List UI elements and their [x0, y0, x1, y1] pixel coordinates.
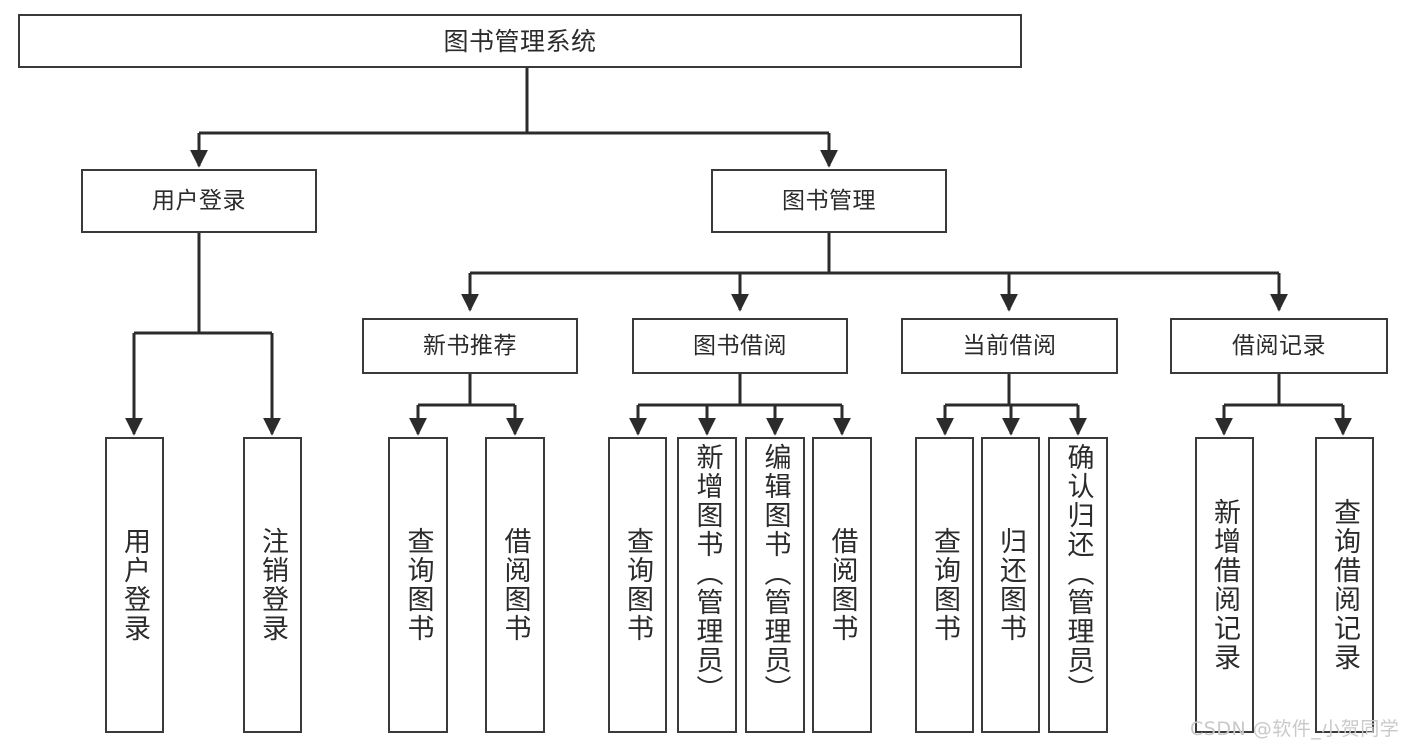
node-root-label: 图书管理系统 [443, 26, 597, 56]
leaf-borrow-record-add-label: 新增借阅记录 [1209, 498, 1240, 672]
leaf-borrow-record-query-label: 查询借阅记录 [1329, 498, 1360, 672]
node-new-book-recommend[interactable]: 新书推荐 [362, 318, 578, 374]
leaf-book-borrow-query-label: 查询图书 [622, 527, 653, 643]
leaf-borrow-record-query[interactable]: 查询借阅记录 [1315, 437, 1374, 733]
node-current-borrow[interactable]: 当前借阅 [901, 318, 1118, 374]
leaf-user-login-login-label: 用户登录 [119, 527, 150, 643]
node-root[interactable]: 图书管理系统 [18, 14, 1022, 68]
leaf-current-borrow-query-label: 查询图书 [929, 527, 960, 643]
node-book-management-label: 图书管理 [782, 187, 876, 214]
leaf-book-borrow-add[interactable]: 新增图书（管理员） [677, 437, 737, 733]
leaf-book-borrow-query[interactable]: 查询图书 [608, 437, 667, 733]
leaf-book-borrow-add-label: 新增图书（管理员） [691, 443, 723, 704]
leaf-new-book-query-label: 查询图书 [402, 527, 434, 643]
leaf-current-borrow-confirm[interactable]: 确认归还（管理员） [1048, 437, 1108, 733]
node-book-borrow-label: 图书借阅 [693, 332, 787, 359]
leaf-book-borrow-edit-label: 编辑图书（管理员） [759, 443, 791, 704]
node-user-login[interactable]: 用户登录 [81, 169, 317, 233]
leaf-user-login-logout-label: 注销登录 [257, 527, 288, 643]
node-user-login-label: 用户登录 [152, 187, 246, 214]
node-book-borrow[interactable]: 图书借阅 [632, 318, 848, 374]
leaf-new-book-borrow[interactable]: 借阅图书 [485, 437, 545, 733]
leaf-book-borrow-borrow-label: 借阅图书 [826, 527, 858, 643]
node-new-book-recommend-label: 新书推荐 [423, 332, 517, 359]
csdn-watermark: CSDN @软件_小贺同学 [1190, 718, 1400, 740]
leaf-new-book-borrow-label: 借阅图书 [499, 527, 531, 643]
leaf-book-borrow-edit[interactable]: 编辑图书（管理员） [745, 437, 805, 733]
leaf-user-login-logout[interactable]: 注销登录 [243, 437, 302, 733]
node-current-borrow-label: 当前借阅 [962, 332, 1057, 359]
node-borrow-record-label: 借阅记录 [1232, 332, 1326, 359]
node-book-management[interactable]: 图书管理 [711, 169, 947, 233]
leaf-current-borrow-query[interactable]: 查询图书 [915, 437, 974, 733]
leaf-borrow-record-add[interactable]: 新增借阅记录 [1195, 437, 1254, 733]
leaf-current-borrow-return-label: 归还图书 [995, 527, 1026, 643]
leaf-current-borrow-confirm-label: 确认归还（管理员） [1062, 443, 1094, 704]
leaf-new-book-query[interactable]: 查询图书 [388, 437, 448, 733]
leaf-book-borrow-borrow[interactable]: 借阅图书 [812, 437, 872, 733]
node-borrow-record[interactable]: 借阅记录 [1170, 318, 1388, 374]
leaf-current-borrow-return[interactable]: 归还图书 [981, 437, 1040, 733]
leaf-user-login-login[interactable]: 用户登录 [105, 437, 164, 733]
